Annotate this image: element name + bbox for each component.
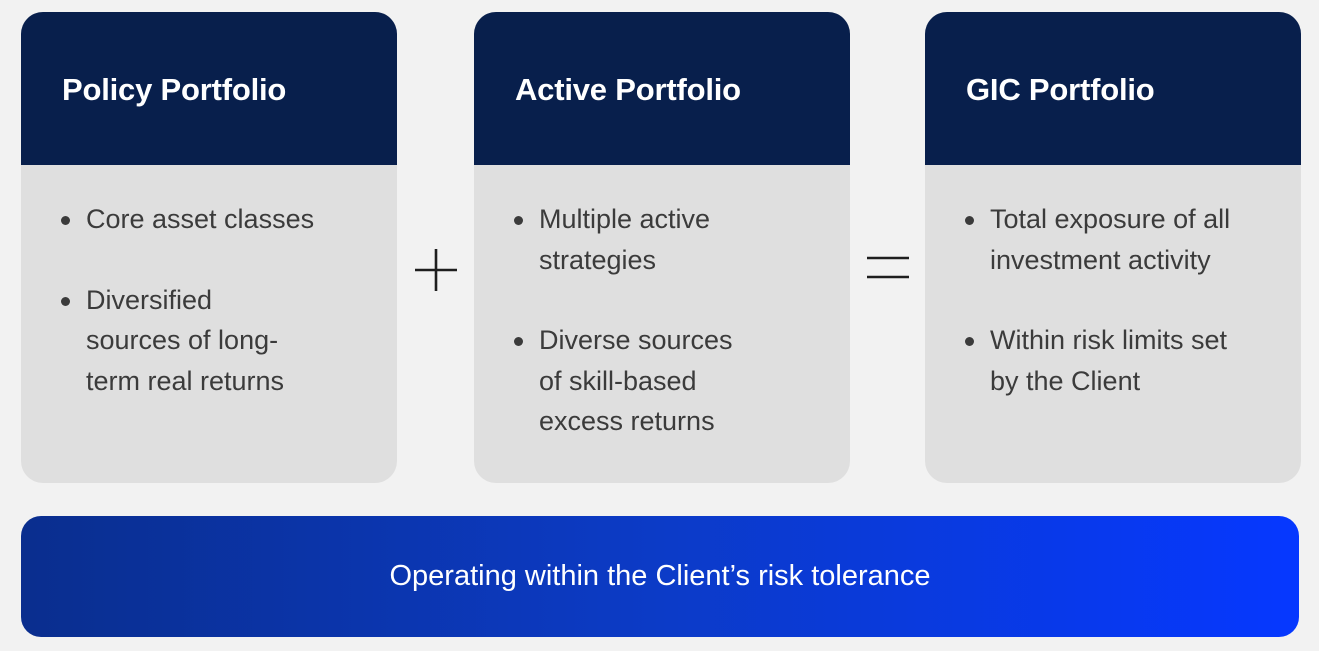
card-title: Policy Portfolio <box>21 12 397 165</box>
equals-icon <box>864 252 912 284</box>
bullet-item: Multiple active strategies <box>512 199 739 280</box>
bullet-item: Total exposure of all investment activit… <box>963 199 1280 280</box>
bullet-list: Core asset classes Diversified sources o… <box>59 199 377 401</box>
card-body: Multiple active strategies Diverse sourc… <box>474 165 850 442</box>
card-body: Core asset classes Diversified sources o… <box>21 165 397 401</box>
bullet-item: Diverse sources of skill-based excess re… <box>512 320 759 442</box>
bullet-item: Core asset classes <box>59 199 346 240</box>
gic-portfolio-card: GIC Portfolio Total exposure of all inve… <box>925 12 1301 483</box>
card-body: Total exposure of all investment activit… <box>925 165 1301 401</box>
active-portfolio-card: Active Portfolio Multiple active strateg… <box>474 12 850 483</box>
risk-tolerance-banner: Operating within the Client’s risk toler… <box>21 516 1299 637</box>
bullet-item: Diversified sources of long-term real re… <box>59 280 314 402</box>
card-title: Active Portfolio <box>474 12 850 165</box>
policy-portfolio-card: Policy Portfolio Core asset classes Dive… <box>21 12 397 483</box>
plus-icon <box>411 245 461 295</box>
bullet-item: Within risk limits set by the Client <box>963 320 1260 401</box>
banner-text: Operating within the Client’s risk toler… <box>389 560 931 592</box>
bullet-list: Multiple active strategies Diverse sourc… <box>512 199 830 442</box>
card-title: GIC Portfolio <box>925 12 1301 165</box>
bullet-list: Total exposure of all investment activit… <box>963 199 1281 401</box>
